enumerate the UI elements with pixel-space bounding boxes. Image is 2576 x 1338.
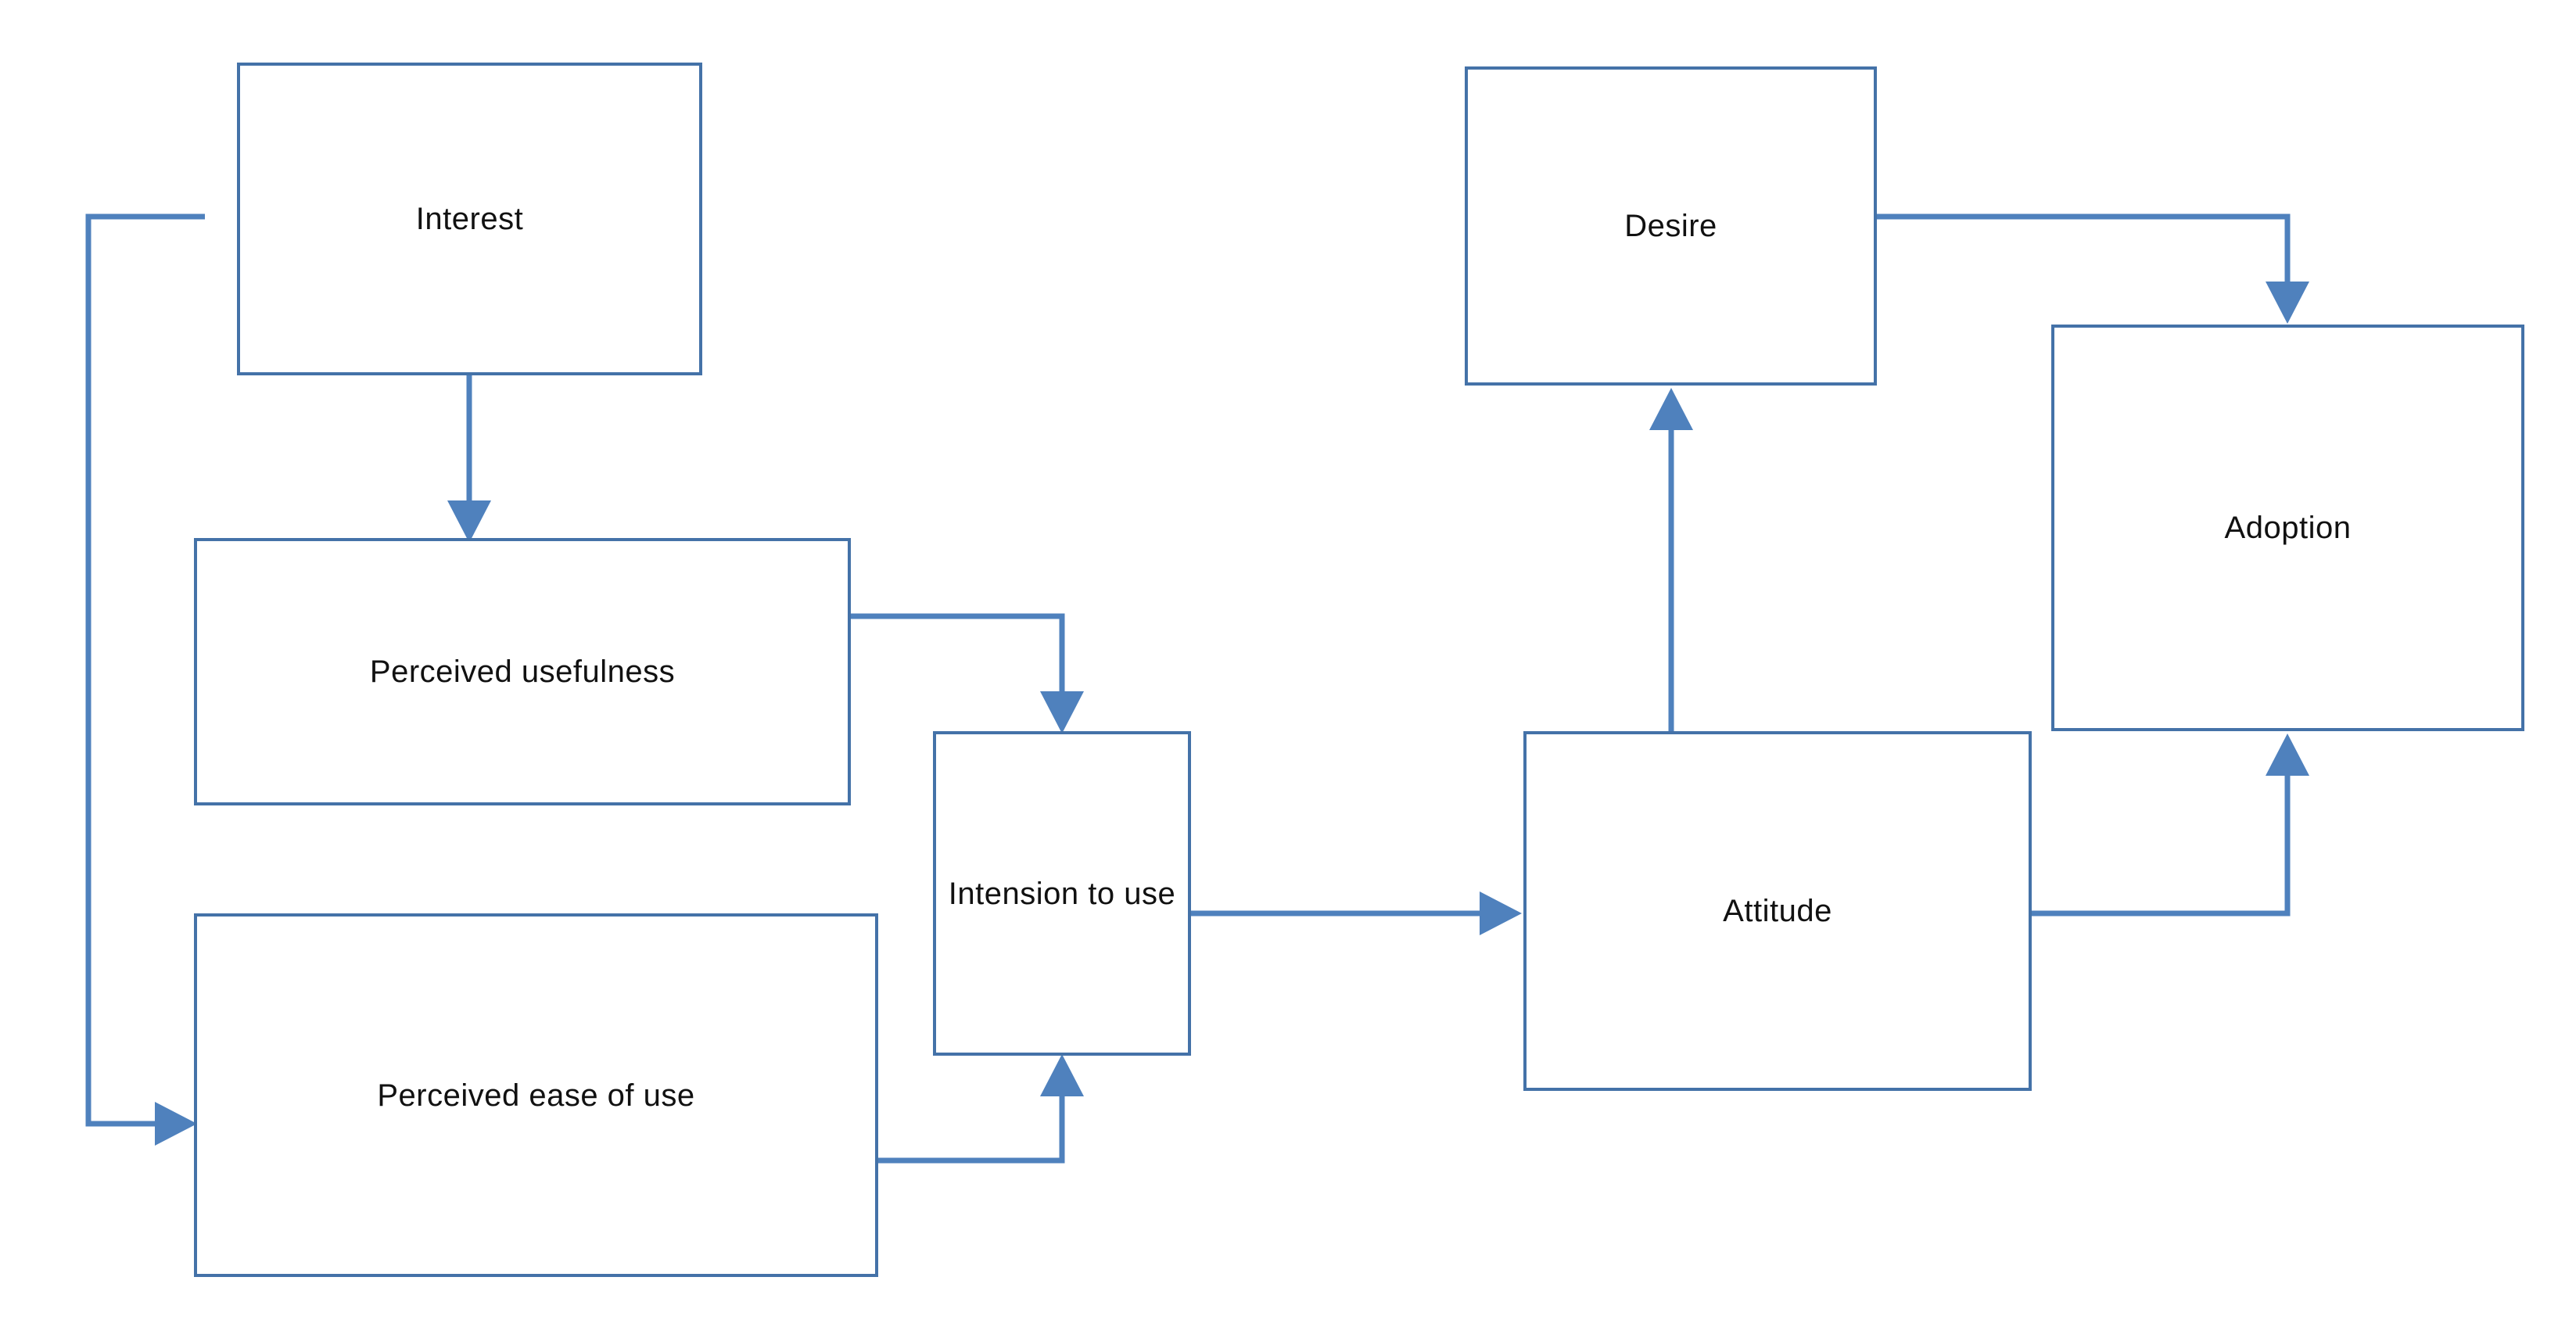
node-intension-to-use[interactable]: Intension to use <box>933 731 1191 1056</box>
edge-perceived-usefulness-to-intension <box>851 613 1084 734</box>
node-attitude[interactable]: Attitude <box>1523 731 2032 1091</box>
node-perceived-usefulness-label: Perceived usefulness <box>369 655 676 689</box>
node-interest[interactable]: Interest <box>237 63 702 375</box>
node-perceived-usefulness[interactable]: Perceived usefulness <box>194 538 851 805</box>
node-intension-to-use-label: Intension to use <box>948 876 1176 911</box>
node-perceived-ease-of-use[interactable]: Perceived ease of use <box>194 913 878 1277</box>
edge-desire-to-adoption <box>1877 213 2309 324</box>
edge-perceived-ease-of-use-to-intension <box>878 1054 1084 1164</box>
node-desire-label: Desire <box>1624 209 1717 243</box>
node-perceived-ease-of-use-label: Perceived ease of use <box>377 1078 695 1113</box>
edge-interest-to-perceived-ease-of-use <box>85 213 205 1146</box>
edge-interest-to-perceived-usefulness <box>447 375 491 543</box>
edge-attitude-to-adoption <box>2032 734 2309 917</box>
edge-attitude-to-desire <box>1649 388 1693 731</box>
edge-intension-to-attitude <box>1191 891 1522 935</box>
node-desire[interactable]: Desire <box>1465 66 1877 386</box>
node-adoption-label: Adoption <box>2224 511 2352 545</box>
node-adoption[interactable]: Adoption <box>2051 325 2524 731</box>
node-interest-label: Interest <box>415 202 524 236</box>
node-attitude-label: Attitude <box>1723 894 1832 928</box>
